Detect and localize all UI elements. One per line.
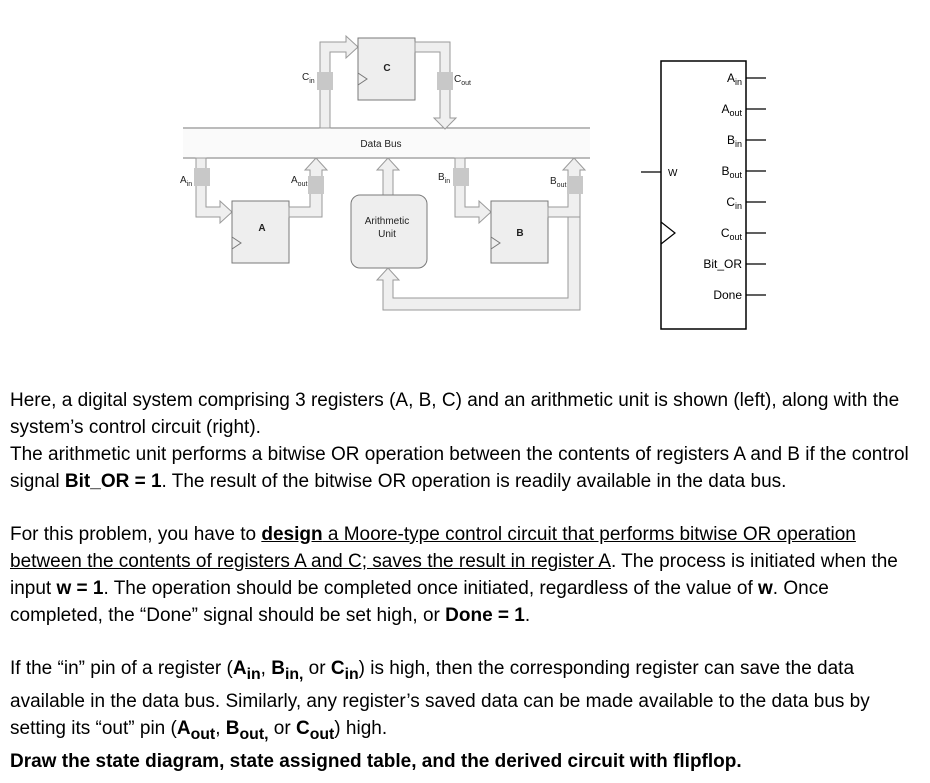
a-out-gate (308, 176, 324, 194)
control-output-label: Bout (721, 164, 742, 180)
p1-sentence-2b: . The result of the bitwise OR operation… (161, 471, 787, 492)
b-in-gate (453, 168, 469, 186)
p3-c-out: C (295, 717, 310, 739)
data-bus-label: Data Bus (360, 139, 401, 150)
p3-part-1: If the “in” pin of a register ( (10, 658, 233, 679)
p3-b-sub: in, (284, 665, 304, 683)
register-b-label: B (516, 228, 523, 239)
p1-sentence-1: Here, a digital system comprising 3 regi… (10, 390, 900, 438)
p2-design-word: design (261, 524, 323, 545)
p3-a-sub: in (246, 665, 261, 683)
arith-out-path (375, 157, 401, 196)
p3-a: A (232, 658, 247, 679)
feedback-path (375, 216, 581, 311)
control-output-label: Done (713, 288, 742, 302)
register-c-clock (357, 72, 368, 86)
b-in-label: Bin (438, 172, 450, 185)
p2-underlined-task: a Moore-type control circuit that perfor… (10, 524, 856, 572)
p3-or-1: or (303, 658, 331, 679)
b-out-label: Bout (550, 176, 566, 189)
p2-part-1: For this problem, you have to (10, 524, 262, 545)
c-in-label: Cin (302, 72, 315, 85)
p3-c-sub: in (344, 665, 359, 683)
instruction-draw: Draw the state diagram, state assigned t… (10, 750, 742, 772)
register-a-clock (231, 236, 242, 250)
control-circuit: W (641, 60, 747, 330)
c-out-gate (437, 72, 453, 90)
p2-w: w (758, 578, 773, 599)
p1-sentence-2a: The arithmetic unit performs a bitwise O… (10, 444, 909, 492)
a-in-gate (194, 168, 210, 186)
p3-b: B (271, 658, 285, 679)
b-in-path (454, 157, 492, 225)
p2-part-5: . (524, 605, 531, 626)
arith-label-line2: Unit (378, 229, 396, 240)
arithmetic-unit (350, 194, 428, 269)
control-output-label: Bin (727, 133, 742, 149)
paragraph-description: Here, a digital system comprising 3 regi… (10, 387, 920, 495)
control-output-label: Ain (727, 71, 742, 87)
p2-part-3: . The operation should be completed once… (103, 578, 759, 599)
bit-or-condition: Bit_OR = 1 (64, 471, 162, 492)
register-a (231, 200, 290, 264)
p2-done-equals-1: Done = 1 (445, 605, 525, 626)
control-clock-triangle (660, 221, 676, 245)
register-b-clock (490, 236, 501, 250)
p2-w-equals-1: w = 1 (56, 578, 104, 599)
p3-b-out-sub: out, (239, 725, 269, 743)
a-in-label: Ain (180, 175, 192, 188)
p3-b-out: B (225, 717, 240, 739)
p3-or-2: or (268, 717, 296, 739)
a-out-label: Aout (291, 175, 307, 188)
b-out-gate (567, 176, 583, 194)
control-output-label: Aout (721, 102, 742, 118)
register-c (357, 37, 416, 101)
paragraph-pins: If the “in” pin of a register (Ain, Bin,… (10, 655, 920, 775)
p3-part-2: ) is high, then the corresponding regist… (10, 658, 870, 739)
paragraph-task: For this problem, you have to design a M… (10, 521, 920, 629)
a-in-path (195, 157, 233, 225)
p3-a-out: A (176, 717, 191, 739)
register-c-label: C (383, 63, 390, 74)
w-input-label: W (668, 168, 678, 179)
p3-sep-1: , (260, 658, 272, 679)
register-a-label: A (258, 223, 265, 234)
arith-label-line1: Arithmetic (365, 216, 409, 227)
control-output-label: Cin (726, 195, 742, 211)
p3-part-3: ) high. (334, 717, 388, 739)
c-out-label: Cout (454, 74, 471, 87)
data-bus (183, 127, 590, 159)
control-output-label: Cout (721, 226, 743, 242)
control-output-label: Bit_OR (703, 257, 742, 271)
p3-c: C (330, 658, 345, 679)
register-b (490, 200, 549, 264)
p3-a-out-sub: out (190, 725, 216, 743)
p2-part-4: . Once completed, the “Done” signal shou… (10, 578, 829, 626)
p3-c-out-sub: out (309, 725, 335, 743)
p2-part-2: . The process is initiated when the inpu… (10, 551, 898, 599)
p3-sep-2: , (215, 717, 226, 739)
c-in-gate (317, 72, 333, 90)
system-diagram: .pipe { fill:#efefef; stroke:#9a9a9a; st… (180, 34, 766, 330)
